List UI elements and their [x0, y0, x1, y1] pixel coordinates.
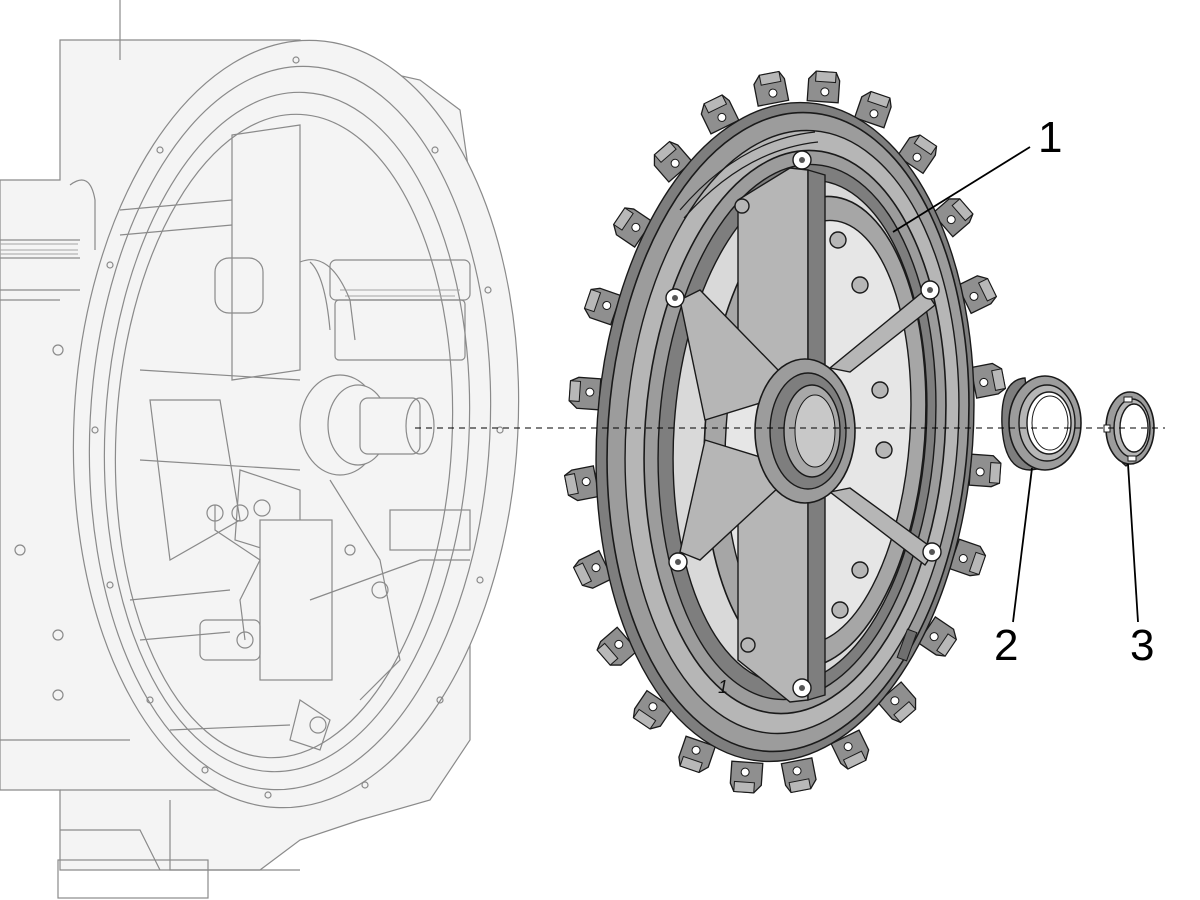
callout-2: 2 [994, 467, 1033, 670]
cutter-tooth [956, 275, 998, 315]
housing-frame-ring-ghost [72, 39, 520, 809]
cutter-teeth [563, 70, 1007, 794]
callout-label-1: 1 [1038, 113, 1062, 162]
callout-1: 1 [892, 113, 1062, 233]
lock-nut-part-3 [1103, 391, 1155, 467]
leader-line-1 [892, 146, 1031, 233]
cutter-tooth [572, 549, 614, 589]
cutter-tooth [653, 140, 694, 183]
cutter-tooth [806, 70, 841, 104]
leader-line-2 [1012, 467, 1033, 623]
cutter-tooth [969, 362, 1007, 399]
cutter-tooth [896, 134, 938, 175]
cutter-tooth [612, 207, 653, 248]
wheel-nuts [734, 198, 893, 653]
cutter-tooth [568, 376, 602, 411]
cutter-tooth [917, 616, 958, 657]
cutter-tooth [780, 757, 817, 794]
cutter-wheel-part-1: 1 [563, 70, 1007, 794]
cutter-tooth [948, 538, 987, 577]
leader-line-3 [1127, 463, 1139, 623]
callout-label-2: 2 [994, 621, 1018, 670]
cutter-tooth [596, 626, 639, 666]
cutter-tooth [632, 689, 674, 730]
cutter-tooth [968, 453, 1002, 488]
cutter-tooth [678, 735, 717, 774]
callout-3: 3 [1127, 463, 1154, 670]
cutter-tooth [876, 681, 917, 724]
cutter-tooth [931, 198, 974, 238]
cutter-tooth [563, 465, 601, 502]
rim-engraving: 1 [718, 677, 728, 697]
cutter-tooth [753, 70, 790, 107]
cutter-tooth [729, 760, 764, 794]
callout-label-3: 3 [1130, 621, 1154, 670]
cutter-tooth [700, 94, 740, 135]
cutter-tooth [853, 90, 892, 129]
bearing-part-2 [1001, 375, 1082, 471]
interior-mechanism-ghost [119, 124, 471, 751]
